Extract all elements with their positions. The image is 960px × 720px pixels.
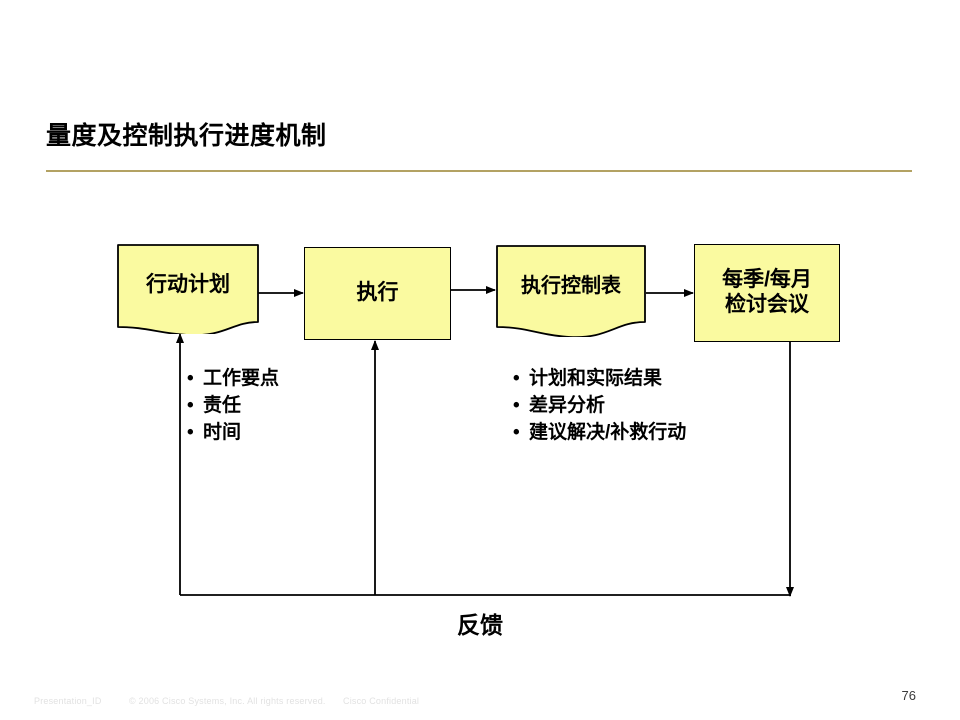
- feedback-loop-label: 反馈: [457, 612, 503, 638]
- bullet-marker-icon: •: [513, 394, 520, 416]
- footer-copyright: © 2006 Cisco Systems, Inc. All rights re…: [129, 696, 326, 706]
- list-item-label: 时间: [203, 421, 242, 443]
- list-item: • 时间: [187, 420, 279, 447]
- process-node-action-plan[interactable]: 行动计划: [117, 244, 259, 334]
- document-shape: [496, 245, 646, 337]
- list-item-label: 差异分析: [529, 394, 606, 416]
- page-title: 量度及控制执行进度机制: [46, 122, 327, 150]
- list-item-label: 建议解决/补救行动: [529, 421, 687, 443]
- process-node-control-sheet[interactable]: 执行控制表: [496, 245, 646, 337]
- slide-footer: Presentation_ID © 2006 Cisco Systems, In…: [0, 686, 960, 720]
- bullet-list-control-sheet: • 计划和实际结果 • 差异分析 • 建议解决/补救行动: [513, 366, 686, 447]
- process-node-label: 执行: [356, 281, 399, 305]
- title-divider: [46, 170, 912, 172]
- list-item-label: 责任: [203, 394, 242, 416]
- process-node-label: 行动计划: [146, 273, 230, 297]
- bullet-marker-icon: •: [187, 394, 194, 416]
- title-block: 量度及控制执行进度机制: [46, 122, 914, 151]
- list-item: • 责任: [187, 393, 279, 420]
- bullet-marker-icon: •: [187, 421, 194, 443]
- list-item: • 差异分析: [513, 393, 686, 420]
- process-node-label: 执行控制表: [521, 275, 621, 298]
- page-number: 76: [901, 688, 916, 703]
- list-item: • 工作要点: [187, 366, 279, 393]
- list-item: • 建议解决/补救行动: [513, 420, 686, 447]
- footer-confidentiality-notice: Cisco Confidential: [343, 696, 420, 706]
- process-node-review-meeting[interactable]: 每季/每月 检讨会议: [694, 244, 840, 342]
- process-node-label: 每季/每月 检讨会议: [722, 268, 812, 316]
- footer-presentation-id: Presentation_ID: [34, 696, 102, 706]
- list-item-label: 计划和实际结果: [529, 368, 663, 389]
- list-item: • 计划和实际结果: [513, 366, 686, 393]
- bullet-marker-icon: •: [513, 421, 520, 443]
- bullet-marker-icon: •: [187, 368, 194, 389]
- bullet-marker-icon: •: [513, 368, 520, 389]
- bullet-list-action-plan: • 工作要点 • 责任 • 时间: [187, 366, 279, 447]
- process-node-execute[interactable]: 执行: [304, 247, 451, 340]
- list-item-label: 工作要点: [203, 368, 280, 389]
- document-shape: [117, 244, 259, 334]
